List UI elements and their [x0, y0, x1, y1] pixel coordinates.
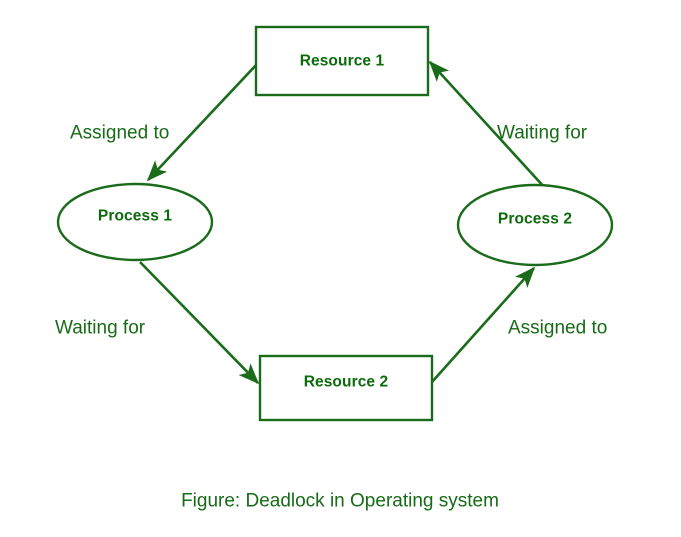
resource2-label: Resource 2 [304, 374, 389, 391]
node-resource2[interactable]: Resource 2 [258, 354, 434, 422]
edge-process1-to-resource2 [139, 261, 260, 385]
edge-resource2-to-process2 [431, 266, 536, 383]
edge-label-waiting-for-top-right: Waiting for [497, 123, 588, 144]
resource1-box[interactable] [254, 25, 430, 97]
edge-label-assigned-to-bottom-right: Assigned to [508, 318, 607, 339]
edge-label-group: Assigned to Waiting for Assigned to Wait… [55, 123, 607, 339]
edge-label-waiting-for-bottom-left: Waiting for [55, 318, 146, 339]
resource1-label: Resource 1 [300, 53, 385, 70]
process2-ellipse[interactable] [456, 183, 614, 267]
node-process2[interactable]: Process 2 [456, 183, 614, 267]
node-resource1[interactable]: Resource 1 [254, 25, 430, 97]
edge-group [139, 60, 546, 385]
edge-resource1-to-process1 [146, 62, 259, 182]
figure-caption: Figure: Deadlock in Operating system [181, 491, 499, 512]
process2-label: Process 2 [498, 211, 572, 228]
edge-process2-to-resource1 [428, 60, 546, 189]
process1-label: Process 1 [98, 208, 172, 225]
edge-label-assigned-to-top-left: Assigned to [70, 123, 169, 144]
node-process1[interactable]: Process 1 [56, 182, 214, 262]
process1-ellipse[interactable] [56, 182, 214, 262]
node-group: Resource 1 Process 1 Process 2 Resource … [56, 25, 614, 422]
resource2-box[interactable] [258, 354, 434, 422]
